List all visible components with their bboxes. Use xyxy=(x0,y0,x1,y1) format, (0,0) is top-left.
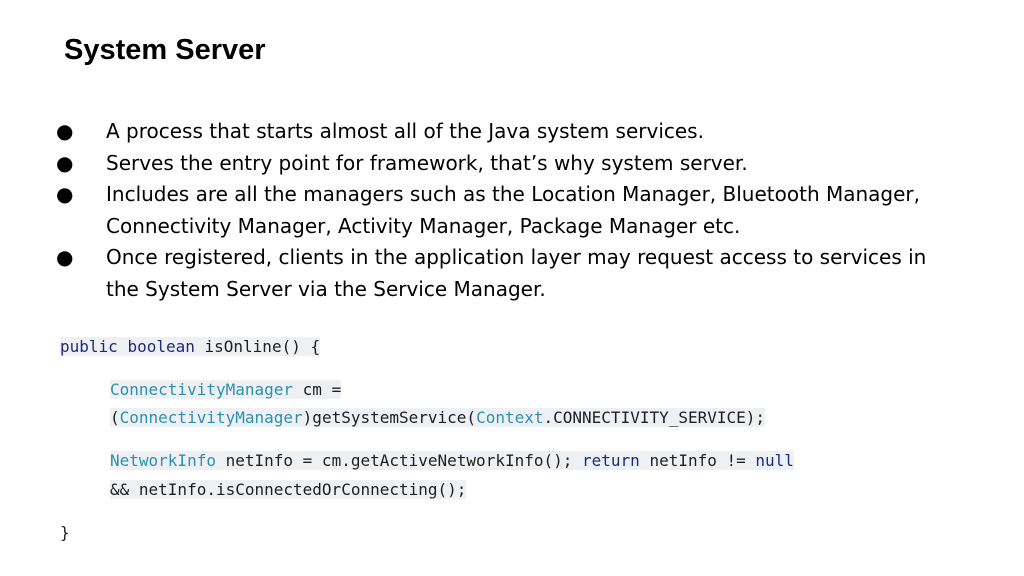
code-line-5: && netInfo.isConnectedOrConnecting(); xyxy=(110,477,467,503)
code-keyword: null xyxy=(755,451,794,470)
code-line-3: (ConnectivityManager)getSystemService(Co… xyxy=(110,405,766,431)
bullet-icon: ● xyxy=(56,150,74,175)
code-text: ( xyxy=(110,408,120,427)
bullet-icon: ● xyxy=(56,119,74,143)
bullet-item: ● Once registered, clients in the applic… xyxy=(56,242,956,305)
code-line-6: } xyxy=(60,520,70,546)
code-type: ConnectivityManager xyxy=(110,380,294,399)
code-line-1: public boolean isOnline() { xyxy=(60,334,321,360)
code-keyword: public xyxy=(60,337,118,356)
bullet-item: ● Includes are all the managers such as … xyxy=(56,179,956,242)
code-text: netInfo = cm.getActiveNetworkInfo(); xyxy=(215,451,583,470)
bullet-icon: ● xyxy=(56,182,74,206)
code-text: .CONNECTIVITY_SERVICE); xyxy=(543,408,766,427)
code-text: cm = xyxy=(293,380,342,399)
bullet-item: ● A process that starts almost all of th… xyxy=(56,116,956,148)
code-line-2: ConnectivityManager cm = xyxy=(110,377,342,403)
code-text: && netInfo.isConnectedOrConnecting(); xyxy=(110,480,467,499)
bullet-list: ● A process that starts almost all of th… xyxy=(56,116,956,305)
bullet-item: ● Serves the entry point for framework, … xyxy=(56,148,956,180)
bullet-text: Includes are all the managers such as th… xyxy=(106,182,920,238)
code-keyword: boolean xyxy=(127,337,195,356)
code-type: ConnectivityManager xyxy=(119,408,303,427)
bullet-icon: ● xyxy=(56,245,74,269)
code-keyword: return xyxy=(582,451,640,470)
code-text: isOnline() { xyxy=(194,337,321,356)
code-text: } xyxy=(60,523,70,542)
bullet-text: Serves the entry point for framework, th… xyxy=(106,150,748,175)
code-text: netInfo != xyxy=(639,451,756,470)
code-line-4: NetworkInfo netInfo = cm.getActiveNetwor… xyxy=(110,448,794,474)
bullet-text: A process that starts almost all of the … xyxy=(106,119,704,143)
code-type: NetworkInfo xyxy=(110,451,216,470)
bullet-text: Once registered, clients in the applicat… xyxy=(106,245,927,301)
code-type: Context xyxy=(476,408,544,427)
code-text: )getSystemService( xyxy=(302,408,477,427)
slide-title: System Server xyxy=(64,34,266,66)
